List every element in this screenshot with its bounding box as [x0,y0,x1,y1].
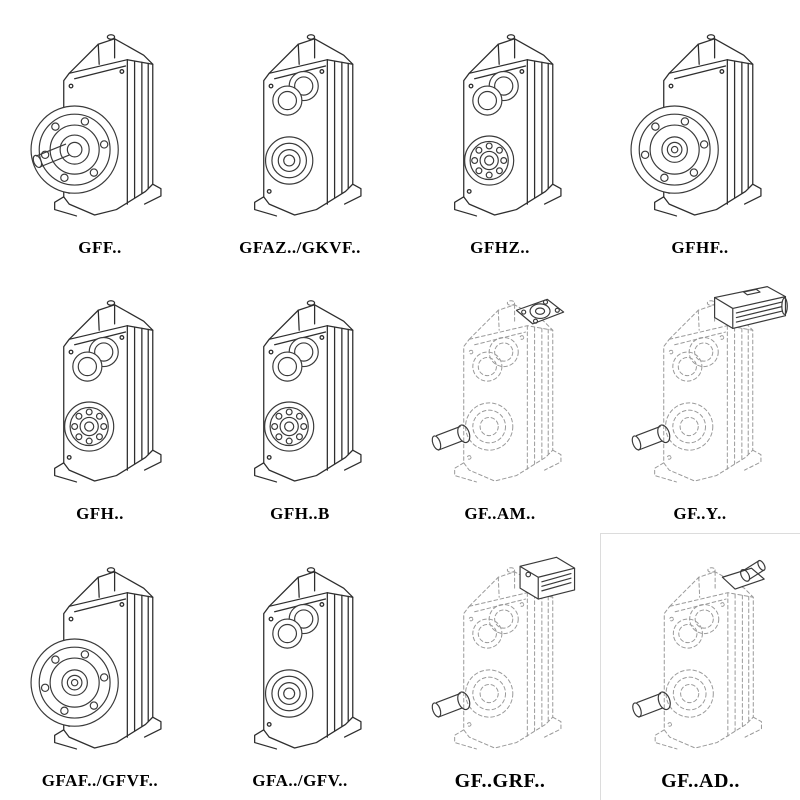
model-label: GF..AM.. [464,504,536,524]
gearbox-flange-shaft-drawing [30,33,162,217]
model-label: GFHZ.. [470,237,530,257]
catalog-item: GF..GRF.. [400,533,600,800]
gearbox-input-shaft-adapter-drawing [630,558,768,750]
model-label: GFH..B [270,504,330,524]
gearbox-adapter-box-drawing [429,556,576,750]
model-label: GFF.. [78,237,122,257]
catalog-item: GF..AD.. [600,533,800,800]
catalog-item: GFH..B [200,267,400,534]
catalog-item: GFA../GFV.. [200,533,400,800]
catalog-item: GFF.. [0,0,200,267]
catalog-item: GFH.. [0,267,200,534]
gearbox-shaft-mounted-drawing [253,567,362,750]
model-label: GFAZ../GKVF.. [239,237,361,257]
model-label: GF..GRF.. [454,769,546,792]
gearbox-shaft-mounted-bearing-drawing [453,33,562,217]
gearbox-shaft-mounted-bearing-drawing [53,300,162,483]
catalog-item: GF..Y.. [600,267,800,534]
gearbox-flange-hollow-drawing [30,567,162,750]
model-label: GF..Y.. [673,504,727,524]
gearbox-shaft-mounted-bearing-drawing [253,300,362,483]
catalog-item: GFHF.. [600,0,800,267]
catalog-item: GFAF../GFVF.. [0,533,200,800]
catalog-item: GF..AM.. [400,267,600,534]
model-label: GFA../GFV.. [252,770,348,790]
gearbox-shaft-mounted-drawing [253,33,362,217]
gearbox-flange-hollow-drawing [630,33,762,217]
catalog-item: GFHZ.. [400,0,600,267]
model-label: GFHF.. [671,237,729,257]
gearbox-with-motor-drawing [629,286,788,483]
model-label: GFAF../GFVF.. [41,770,159,790]
gearbox-motor-adapter-flange-drawing [429,299,565,483]
model-label: GF..AD.. [661,769,740,792]
catalog-item: GFAZ../GKVF.. [200,0,400,267]
model-label: GFH.. [76,504,124,524]
